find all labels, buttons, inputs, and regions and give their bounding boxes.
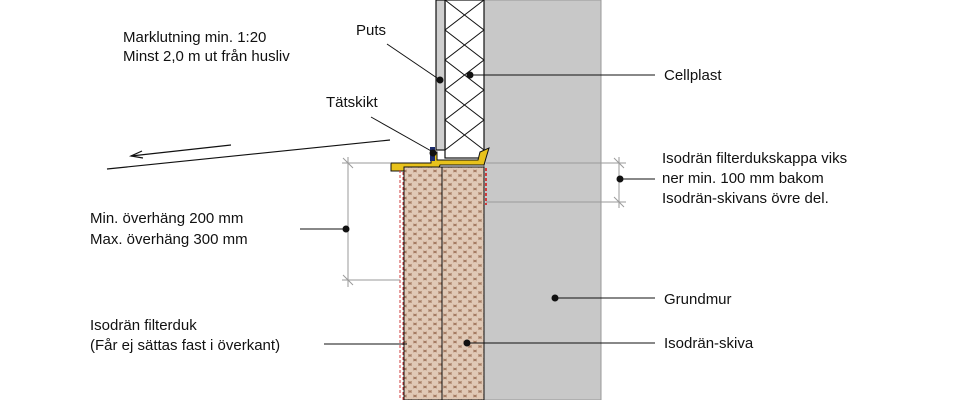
isodran-board-label: Isodrän-skiva [664,335,754,352]
fold-label-line2: ner min. 100 mm bakom [662,170,824,187]
membrane-flashing [390,147,490,172]
eps-insulation [444,0,485,159]
filter-fabric-label-line1: Isodrän filterduk [90,317,197,334]
filter-fabric-label-line2: (Får ej sättas fast i överkant) [90,337,280,354]
leader-dots [342,71,624,347]
overhang-label-line2: Max. överhäng 300 mm [90,231,248,248]
overhang-label-line1: Min. överhäng 200 mm [90,210,243,227]
slope-arrow [128,144,232,159]
slope-label-line2: Minst 2,0 m ut från husliv [123,48,290,65]
fold-label-line1: Isodrän filterdukskappa viks [662,150,847,167]
overhang-dimension [342,157,400,287]
filter-fabric [399,168,487,400]
ground-slope-line [106,139,391,170]
isodran-board [403,166,485,400]
fold-dimension [486,157,626,208]
slope-label-line1: Marklutning min. 1:20 [123,29,266,46]
eps-label: Cellplast [664,67,722,84]
leader-lines [300,43,655,345]
render-label: Puts [356,22,386,39]
render-layer [435,0,446,151]
membrane-label: Tätskikt [326,94,379,111]
foundation-label: Grundmur [664,291,732,308]
fold-label-line3: Isodrän-skivans övre del. [662,190,829,207]
foundation-wall [483,0,602,400]
